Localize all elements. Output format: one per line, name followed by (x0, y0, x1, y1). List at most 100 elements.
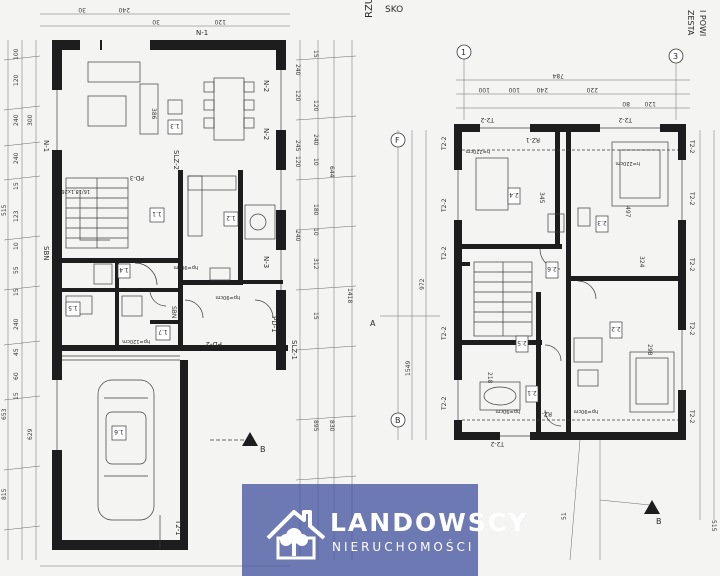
wall-tag: PD-3 (130, 174, 144, 181)
svg-text:1.2: 1.2 (226, 214, 236, 221)
wall-tag: N-1 (42, 140, 50, 152)
window-note: hp=90cm (173, 264, 198, 270)
svg-text:T2-2: T2-2 (688, 321, 695, 336)
grid-axis-label: 1 (461, 48, 466, 57)
svg-text:1.3: 1.3 (170, 122, 180, 129)
svg-text:220: 220 (586, 86, 598, 93)
room-label-1-5: 1.5 (65, 301, 81, 317)
svg-text:972: 972 (419, 278, 426, 290)
room-label-1-4: 1.4 (117, 263, 131, 279)
svg-text:245: 245 (294, 140, 301, 152)
svg-text:10: 10 (13, 242, 20, 250)
section-mark: A (370, 319, 376, 328)
svg-text:120: 120 (294, 90, 301, 102)
svg-text:298: 298 (646, 344, 653, 356)
svg-text:15: 15 (13, 288, 20, 296)
svg-text:T2-2: T2-2 (441, 326, 448, 341)
svg-text:815: 815 (1, 488, 8, 500)
grid-axis-marker (390, 132, 406, 148)
wall-tag: T2-1 (174, 519, 182, 536)
svg-text:T2-2: T2-2 (441, 396, 448, 411)
upper-wall-tags: T2-2 T2-2 T2-2 T2-2 T2-2 T2-2 T2-2 T2-2 … (441, 116, 695, 447)
svg-text:240: 240 (536, 86, 548, 93)
svg-text:240: 240 (13, 318, 20, 330)
dimension-labels-top: 30 240 30 120 (78, 6, 226, 25)
svg-text:T2-2: T2-2 (618, 116, 633, 123)
svg-text:10: 10 (312, 228, 319, 236)
svg-text:120: 120 (294, 156, 301, 168)
svg-text:30: 30 (152, 18, 160, 25)
dimension-labels-left: 100 120 240 300 240 15 123 10 55 15 240 … (1, 48, 34, 500)
room-label-1-3: 1.3 (167, 119, 183, 135)
grid-axis-label: B (395, 416, 401, 425)
svg-text:629: 629 (27, 428, 34, 440)
agency-name: LANDOWSCY (330, 508, 529, 537)
svg-text:51: 51 (561, 512, 568, 520)
svg-text:T2-2: T2-2 (688, 191, 695, 206)
svg-text:hp=90cm: hp=90cm (573, 408, 598, 414)
svg-text:644: 644 (328, 166, 335, 178)
svg-text:100: 100 (13, 48, 20, 60)
svg-text:T2-2: T2-2 (688, 139, 695, 154)
svg-text:15: 15 (312, 312, 319, 320)
upper-notes: h=220cm h=220cm hp=90cm hp=90cm (465, 148, 640, 414)
svg-text:653: 653 (1, 408, 8, 420)
svg-text:386: 386 (150, 108, 157, 120)
window-note: hp=90cm (215, 294, 240, 300)
grid-axis-label: F (395, 136, 400, 145)
room-label-2-6: 2.6 (545, 261, 559, 279)
wall-tag: SBN (42, 246, 50, 260)
agency-subtitle: NIERUCHOMOŚCI (332, 540, 475, 554)
agency-watermark: LANDOWSCY NIERUCHOMOŚCI (242, 484, 526, 576)
svg-text:h=220cm: h=220cm (615, 160, 640, 166)
room-label-2-2: 2.2 (609, 321, 623, 339)
svg-text:120: 120 (13, 74, 20, 86)
svg-text:T2-2: T2-2 (441, 198, 448, 213)
svg-text:T2-2: T2-2 (441, 136, 448, 151)
svg-text:180: 180 (312, 204, 319, 216)
room-label-1-7: 1.7 (155, 325, 171, 341)
svg-text:120: 120 (214, 18, 226, 25)
room-label-2-3: 2.3 (595, 215, 609, 233)
upper-dimension-labels: 784 100 100 240 220 80 120 972 1549 51 5… (405, 72, 717, 532)
svg-text:T2-2: T2-2 (688, 257, 695, 272)
grid-axis-marker (456, 44, 472, 60)
svg-text:2.2: 2.2 (611, 325, 621, 332)
house-tree-logo-icon (266, 510, 326, 560)
svg-text:2.1: 2.1 (527, 389, 537, 396)
grid-axis-label: 3 (673, 52, 678, 61)
svg-text:60: 60 (13, 372, 20, 380)
svg-text:123: 123 (13, 210, 20, 222)
window-note: hp=120cm (122, 338, 150, 344)
svg-text:1.7: 1.7 (158, 328, 168, 335)
grid-axis-marker (668, 48, 684, 64)
svg-text:515: 515 (710, 520, 717, 532)
svg-text:312: 312 (312, 258, 319, 270)
svg-text:1.6: 1.6 (114, 428, 124, 435)
svg-text:T2-2: T2-2 (490, 440, 505, 447)
wall-tag: PD-2 (205, 340, 222, 348)
room-label-1-1: 1.1 (149, 207, 165, 223)
svg-text:324: 324 (638, 256, 645, 268)
svg-text:2.5: 2.5 (517, 339, 527, 346)
room-label-1-6: 1.6 (111, 425, 127, 441)
dimension-labels-right: 240 120 245 120 240 15 120 240 10 180 10… (294, 50, 353, 432)
svg-text:1549: 1549 (405, 361, 412, 376)
svg-text:1418: 1418 (346, 288, 353, 303)
room-label-2-4: 2.4 (507, 187, 521, 205)
wall-tag: N-2 (262, 80, 270, 92)
wall-tag: N-1 (196, 29, 208, 37)
svg-text:300: 300 (27, 114, 34, 126)
svg-text:2.3: 2.3 (597, 219, 607, 226)
wall-tag: PD-1 (270, 316, 278, 333)
svg-text:T2-2: T2-2 (441, 246, 448, 261)
svg-text:240: 240 (13, 114, 20, 126)
svg-text:55: 55 (13, 266, 20, 274)
heading-fragment: I POWI (698, 10, 707, 36)
room-label-1-2: 1.2 (223, 211, 239, 227)
svg-text:T2-2: T2-2 (688, 409, 695, 424)
svg-text:45: 45 (13, 348, 20, 356)
svg-text:hp=90cm: hp=90cm (495, 408, 520, 414)
wall-tag: SLZ-1 (290, 340, 298, 360)
wall-tag: N-3 (262, 256, 270, 268)
